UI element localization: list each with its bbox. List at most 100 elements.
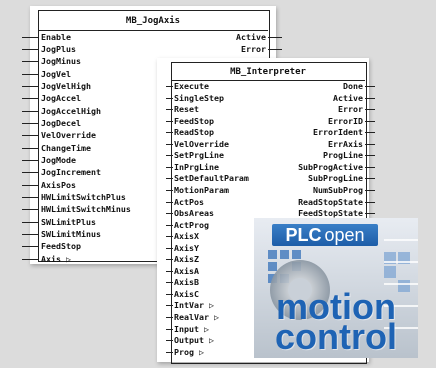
interpreter-input-wire bbox=[166, 259, 173, 260]
interpreter-output-wire bbox=[365, 190, 375, 191]
interpreter-input-pin: SetDefaultParam bbox=[174, 173, 249, 184]
jog-input-pin: HWLimitSwitchMinus bbox=[41, 204, 131, 215]
interpreter-output-pin: NumSubProg bbox=[313, 184, 363, 195]
interpreter-output-pin: Done bbox=[343, 81, 363, 91]
interpreter-output-wire bbox=[365, 121, 375, 122]
interpreter-input-wire bbox=[166, 294, 173, 295]
interpreter-output-wire bbox=[365, 86, 375, 87]
interpreter-input-pin: ObsAreas bbox=[174, 208, 214, 219]
interpreter-input-pin: InPrgLine bbox=[174, 161, 219, 172]
interpreter-output-wire bbox=[365, 167, 375, 168]
jog-output-pin: Active bbox=[236, 31, 266, 42]
interpreter-input-wire bbox=[166, 305, 173, 306]
jog-input-wire bbox=[22, 49, 39, 50]
interpreter-input-pin: AxisZ bbox=[174, 254, 199, 265]
interpreter-input-wire bbox=[166, 86, 173, 87]
jog-input-wire bbox=[22, 123, 39, 124]
jog-input-wire bbox=[22, 61, 39, 62]
jog-input-pin: SWLimitMinus bbox=[41, 229, 101, 240]
interpreter-output-wire bbox=[365, 155, 375, 156]
jog-input-pin: HWLimitSwitchPlus bbox=[41, 192, 126, 203]
interpreter-input-pin: ActPos bbox=[174, 196, 204, 207]
jog-output-pin: Error bbox=[241, 43, 266, 54]
jog-input-wire bbox=[22, 246, 39, 247]
jog-input-pin: Enable bbox=[41, 31, 71, 42]
interpreter-input-wire bbox=[166, 225, 173, 226]
interpreter-output-pin: ProgLine bbox=[323, 150, 363, 161]
interpreter-input-wire bbox=[166, 155, 173, 156]
jog-input-wire bbox=[22, 234, 39, 235]
jog-input-wire bbox=[22, 172, 39, 173]
interpreter-input-wire bbox=[166, 248, 173, 249]
interpreter-title-rule bbox=[172, 80, 365, 81]
jog-input-wire bbox=[22, 148, 39, 149]
interpreter-input-pin: Output ▷ bbox=[174, 335, 214, 346]
logo-control-text: control bbox=[275, 316, 397, 357]
interpreter-output-pin: Active bbox=[333, 92, 363, 103]
interpreter-input-pin: AxisC bbox=[174, 288, 199, 299]
interpreter-input-wire bbox=[166, 202, 173, 203]
logo-open-text: open bbox=[324, 225, 365, 245]
interpreter-output-wire bbox=[365, 98, 375, 99]
jog-input-pin: JogVel bbox=[41, 68, 71, 79]
interpreter-input-wire bbox=[166, 178, 173, 179]
interpreter-input-wire bbox=[166, 329, 173, 330]
jog-input-wire bbox=[22, 111, 39, 112]
interpreter-input-wire bbox=[166, 236, 173, 237]
jog-input-pin: FeedStop bbox=[41, 241, 81, 252]
interpreter-input-pin: Input ▷ bbox=[174, 323, 209, 334]
jog-input-wire bbox=[22, 160, 39, 161]
interpreter-input-pin: ActProg bbox=[174, 219, 209, 230]
interpreter-output-pin: SubProgActive bbox=[298, 161, 363, 172]
interpreter-input-pin: SingleStep bbox=[174, 92, 224, 103]
interpreter-input-wire bbox=[166, 109, 173, 110]
interpreter-input-wire bbox=[166, 132, 173, 133]
interpreter-input-wire bbox=[166, 317, 173, 318]
interpreter-output-wire bbox=[365, 132, 375, 133]
interpreter-input-wire bbox=[166, 340, 173, 341]
interpreter-input-pin: AxisA bbox=[174, 265, 199, 276]
jog-input-pin: JogMode bbox=[41, 155, 76, 165]
interpreter-output-pin: ErrAxis bbox=[328, 138, 363, 149]
interpreter-output-pin: ErrorIdent bbox=[313, 127, 363, 138]
jog-input-pin: JogMinus bbox=[41, 56, 81, 67]
interpreter-title: MB_Interpreter bbox=[230, 67, 306, 77]
interpreter-input-pin: VelOverride bbox=[174, 138, 229, 149]
jog-axis-title-rule bbox=[39, 30, 268, 31]
jog-input-pin: ChangeTime bbox=[41, 142, 91, 153]
logo-plc-text: PLC bbox=[285, 225, 322, 245]
interpreter-input-wire bbox=[166, 167, 173, 168]
interpreter-input-pin: MotionParam bbox=[174, 184, 229, 195]
jog-input-pin: AxisPos bbox=[41, 179, 76, 190]
interpreter-output-pin: FeedStopState bbox=[298, 208, 363, 219]
interpreter-output-wire bbox=[365, 213, 375, 214]
jog-input-wire bbox=[22, 209, 39, 210]
jog-input-wire bbox=[22, 74, 39, 75]
interpreter-output-pin: ErrorID bbox=[328, 115, 363, 126]
interpreter-input-pin: Execute bbox=[174, 81, 209, 91]
jog-input-wire bbox=[22, 185, 39, 186]
interpreter-output-wire bbox=[365, 202, 375, 203]
interpreter-input-wire bbox=[166, 144, 173, 145]
interpreter-input-pin: Prog ▷ bbox=[174, 346, 204, 357]
jog-input-wire bbox=[22, 86, 39, 87]
jog-output-wire bbox=[268, 49, 282, 50]
interpreter-output-wire bbox=[365, 109, 375, 110]
interpreter-input-pin: ReadStop bbox=[174, 127, 214, 138]
jog-input-pin: JogVelHigh bbox=[41, 80, 91, 91]
interpreter-input-wire bbox=[166, 98, 173, 99]
jog-input-pin: SWLimitPlus bbox=[41, 216, 96, 227]
interpreter-input-pin: AxisX bbox=[174, 231, 199, 242]
jog-input-wire bbox=[22, 259, 39, 260]
interpreter-input-wire bbox=[166, 282, 173, 283]
interpreter-input-wire bbox=[166, 271, 173, 272]
jog-output-wire bbox=[268, 37, 282, 38]
jog-input-pin: JogIncrement bbox=[41, 167, 101, 178]
interpreter-input-pin: SetPrgLine bbox=[174, 150, 224, 161]
interpreter-input-pin: RealVar ▷ bbox=[174, 312, 219, 322]
jog-input-wire bbox=[22, 222, 39, 223]
jog-input-wire bbox=[22, 135, 39, 136]
interpreter-output-wire bbox=[365, 144, 375, 145]
